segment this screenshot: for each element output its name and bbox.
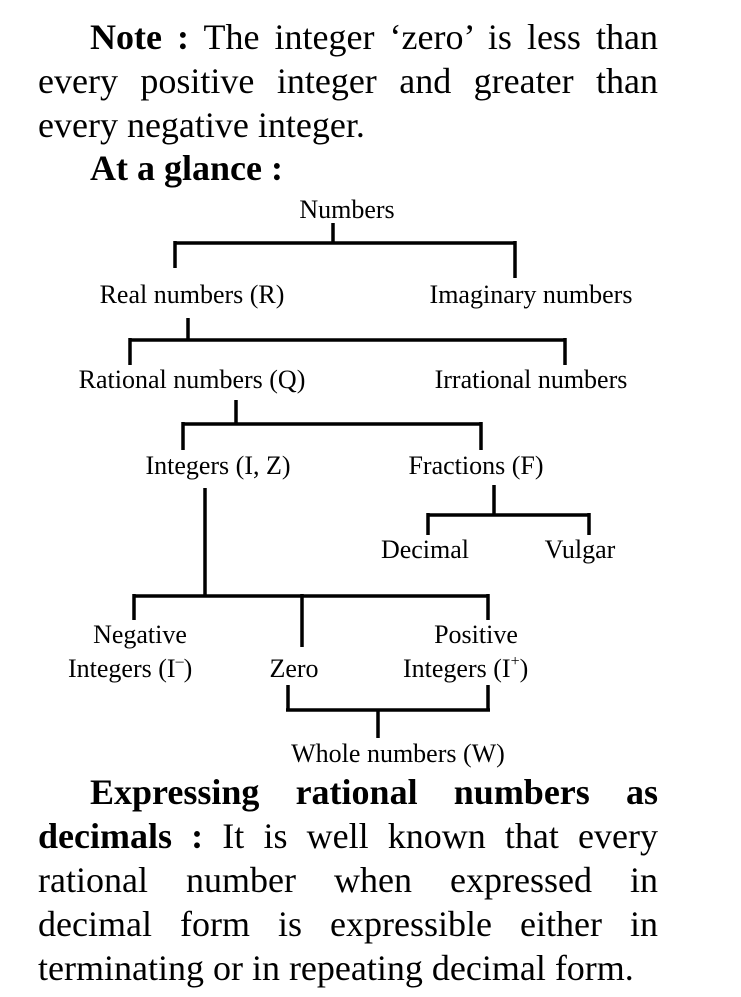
node-positive-line1: Positive (434, 620, 518, 649)
connector-integers (132, 488, 490, 647)
positive-close-paren: ) (520, 654, 529, 683)
node-whole-numbers: Whole numbers (W) (291, 739, 505, 768)
expressing-heading: Expressing rational numbers as decimals … (38, 772, 658, 856)
negative-integers-label: Integers (I (68, 654, 176, 683)
node-irrational-numbers: Irrational numbers (435, 365, 628, 394)
node-numbers: Numbers (299, 195, 394, 224)
connector-whole-numbers (286, 685, 490, 738)
node-integers: Integers (I, Z) (145, 451, 290, 480)
connector-numbers (173, 223, 517, 278)
node-decimal: Decimal (381, 535, 469, 564)
positive-superscript: + (511, 653, 520, 670)
note-paragraph: Note : The integer ‘zero’ is less than e… (38, 15, 658, 147)
node-negative-integers: Integers (I–) (68, 653, 192, 683)
negative-superscript: – (175, 653, 185, 670)
node-fractions: Fractions (F) (408, 451, 543, 480)
connector-fractions (426, 485, 591, 535)
positive-integers-label: Integers (I (403, 654, 511, 683)
connector-rational (181, 400, 483, 450)
glance-heading: At a glance : (90, 148, 283, 188)
node-positive-integers: Integers (I+) (403, 653, 528, 683)
negative-close-paren: ) (184, 654, 193, 683)
note-label: Note : (90, 17, 190, 57)
expressing-text: It is well known that every rational num… (38, 816, 658, 988)
node-real-numbers: Real numbers (R) (100, 280, 285, 309)
node-rational-numbers: Rational numbers (Q) (79, 365, 306, 394)
connector-real (128, 318, 567, 365)
node-vulgar: Vulgar (545, 535, 616, 564)
node-negative-line1: Negative (93, 620, 187, 649)
node-imaginary-numbers: Imaginary numbers (430, 280, 633, 309)
expressing-paragraph: Expressing rational numbers as decimals … (38, 770, 658, 990)
node-zero: Zero (269, 654, 318, 683)
note-text: The integer ‘zero’ is less than every po… (38, 17, 658, 145)
